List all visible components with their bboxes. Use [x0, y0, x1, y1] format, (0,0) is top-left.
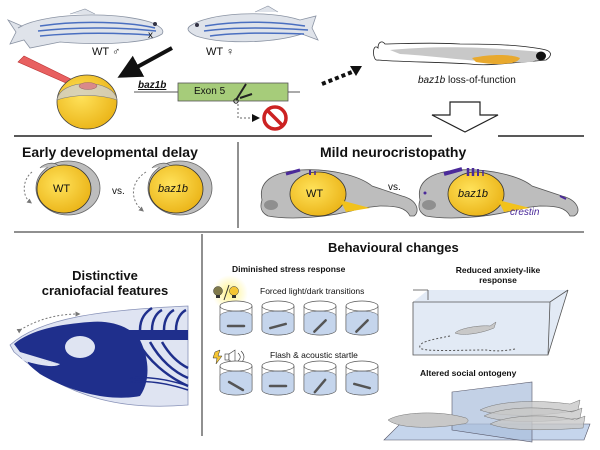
baz1b-embryo-neuro [418, 167, 579, 219]
behaviour-title: Behavioural changes [328, 240, 459, 255]
exon-label: Exon 5 [194, 86, 226, 97]
baz1b-larva [373, 41, 551, 66]
craniofacial-skeleton [9, 305, 189, 407]
neuro-wt-label: WT [306, 188, 324, 200]
startle-label: Flash & acoustic startle [270, 350, 358, 360]
wt-embryo-early [23, 160, 101, 216]
well [303, 300, 337, 336]
novel-tank [412, 289, 569, 356]
light-dark-bulbs-icon [213, 284, 239, 301]
crestin-label: crestin [510, 207, 540, 218]
wt-male-fish [6, 8, 164, 49]
exon-5-box [177, 82, 289, 102]
social-tank [383, 381, 591, 443]
early-wt-label: WT [53, 183, 71, 195]
wt-female-label: WT ♀ [206, 46, 235, 58]
well [345, 360, 379, 396]
one-cell-embryo [56, 74, 118, 130]
neuro-mut-label: baz1b [458, 188, 488, 200]
well [261, 300, 295, 336]
early-mut-label: baz1b [158, 183, 188, 195]
social-title: Altered social ontogeny [420, 368, 517, 378]
neurocristopathy-title: Mild neurocristopathy [320, 144, 467, 160]
well [219, 300, 253, 336]
gene-label: baz1b [138, 80, 167, 91]
well [219, 360, 253, 396]
stress-title: Diminished stress response [232, 264, 346, 274]
outcome-label: baz1b loss-of-function [418, 75, 516, 86]
well [303, 360, 337, 396]
results-down-arrow [431, 101, 499, 133]
early-delay-title: Early developmental delay [22, 144, 198, 160]
scissors-icon [233, 83, 253, 104]
baz1b-embryo-early [133, 160, 213, 216]
wt-embryo-neuro [260, 168, 418, 219]
wt-female-fish [187, 5, 319, 43]
well [261, 360, 295, 396]
no-expression-icon [262, 105, 288, 131]
neuro-vs-label: vs. [388, 182, 401, 193]
wt-male-label: WT ♂ [92, 46, 121, 58]
well-plates [219, 300, 379, 396]
early-vs-label: vs. [112, 186, 125, 197]
dotted-arrow-head [350, 66, 362, 76]
craniofacial-title-1: Distinctive [72, 268, 138, 283]
well [345, 300, 379, 336]
anxiety-title-1: Reduced anxiety-like [455, 265, 541, 275]
anxiety-title-2: response [479, 275, 517, 285]
cross-to-embryo-arrow [117, 46, 173, 78]
cross-symbol: x [148, 30, 153, 41]
craniofacial-title-2: craniofacial features [41, 283, 169, 298]
light-dark-label: Forced light/dark transitions [260, 286, 365, 296]
